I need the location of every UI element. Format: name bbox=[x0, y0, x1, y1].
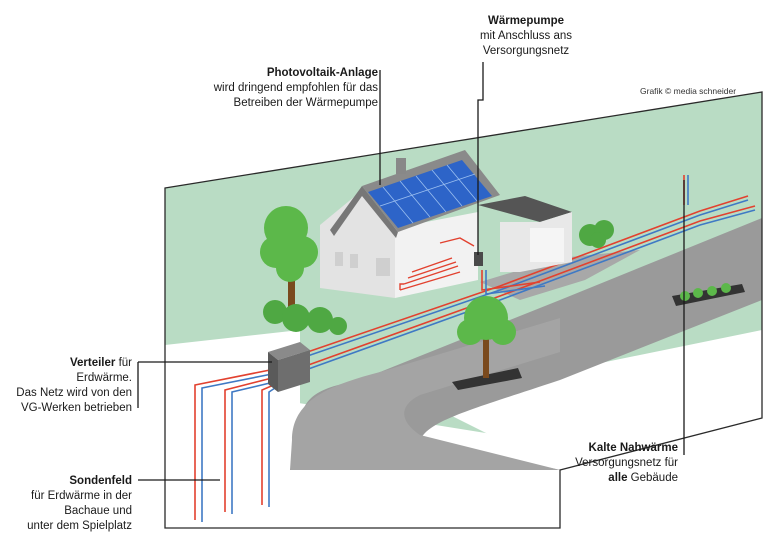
verteiler-title-suffix: für bbox=[115, 357, 132, 369]
sondenfeld-line1: für Erdwärme in der bbox=[31, 490, 132, 502]
label-sondenfeld: Sondenfeld für Erdwärme in der Bachaue u… bbox=[0, 474, 132, 534]
bush-right bbox=[579, 220, 614, 248]
nahwaerme-title: Kalte Nahwärme bbox=[588, 442, 678, 454]
heat-pump bbox=[474, 252, 483, 266]
house bbox=[320, 150, 500, 298]
floor-heating bbox=[399, 257, 461, 291]
sondenfeld-title: Sondenfeld bbox=[69, 475, 132, 487]
tree-street bbox=[452, 296, 522, 390]
soil-right bbox=[420, 330, 762, 470]
photovoltaik-line2: Betreiben der Wärmepumpe bbox=[233, 97, 378, 109]
garage bbox=[478, 196, 572, 272]
leader-lines bbox=[137, 62, 685, 481]
waermepumpe-line1: mit Anschluss ans bbox=[479, 30, 573, 42]
credit-text: Grafik © media schneider bbox=[640, 86, 737, 96]
diagram-frame bbox=[164, 91, 763, 529]
label-verteiler: Verteiler für Erdwärme. Das Netz wird vo… bbox=[0, 356, 132, 416]
label-photovoltaik: Photovoltaik-Anlage wird dringend empfoh… bbox=[158, 66, 378, 111]
planter bbox=[672, 283, 745, 306]
solar-panels bbox=[368, 160, 492, 228]
nahwaerme-line2-rest: Gebäude bbox=[627, 472, 678, 484]
label-nahwaerme: Kalte Nahwärme Versorgungsnetz für alle … bbox=[528, 441, 678, 486]
waermepumpe-title: Wärmepumpe bbox=[487, 15, 565, 27]
verteiler-title: Verteiler bbox=[69, 357, 116, 369]
tree-left bbox=[260, 206, 318, 308]
bushes-left bbox=[263, 300, 347, 335]
verteiler-box bbox=[268, 342, 310, 392]
nahwaerme-line1: Versorgungsnetz für bbox=[575, 457, 678, 469]
waermepumpe-line2: Versorgungsnetz bbox=[482, 45, 570, 57]
verteiler-line2: Das Netz wird von den bbox=[16, 387, 132, 399]
sondenfeld-line3: unter dem Spielplatz bbox=[27, 520, 132, 532]
sondenfeld-line2: Bachaue und bbox=[64, 505, 132, 517]
photovoltaik-title: Photovoltaik-Anlage bbox=[266, 67, 378, 79]
label-waermepumpe: Wärmepumpe mit Anschluss ans Versorgungs… bbox=[466, 14, 586, 59]
photovoltaik-line1: wird dringend empfohlen für das bbox=[213, 82, 378, 94]
verteiler-line1: Erdwärme. bbox=[76, 372, 132, 384]
nahwaerme-line2-bold: alle bbox=[608, 472, 628, 484]
road-bend bbox=[290, 318, 560, 470]
pipe-network bbox=[289, 175, 756, 373]
verteiler-line3: VG-Werken betrieben bbox=[20, 402, 132, 414]
